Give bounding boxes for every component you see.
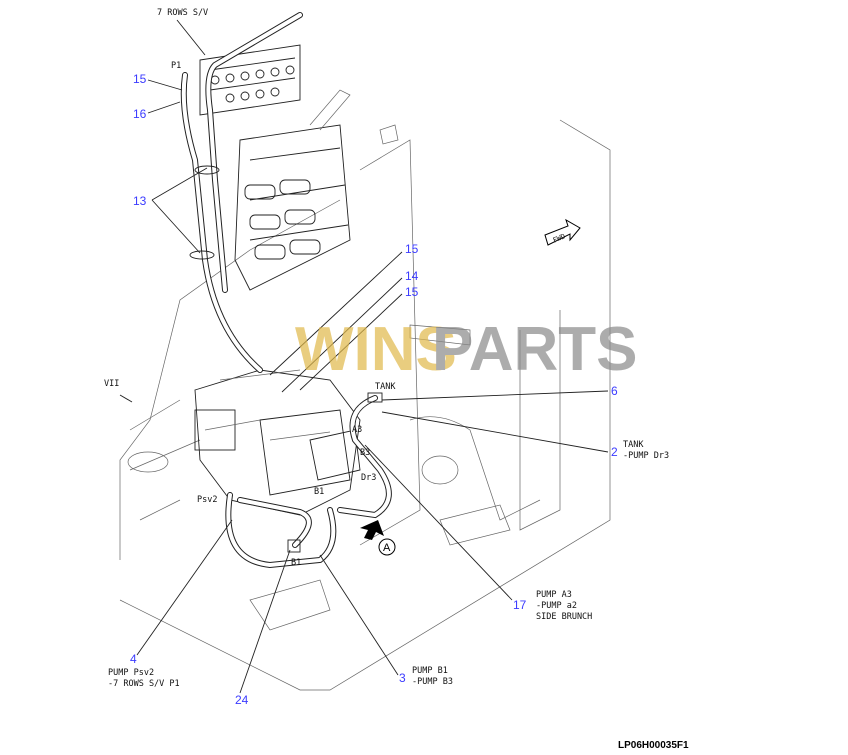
svg-text:WINS: WINS: [295, 315, 457, 384]
watermark: WINS PARTS: [295, 315, 638, 384]
port-label-psv2: Psv2: [197, 495, 217, 505]
callout-17-desc-1: PUMP A3: [536, 590, 572, 600]
callout-15: 15: [405, 285, 419, 299]
callout-4-desc-2: -7 ROWS S/V P1: [108, 679, 180, 689]
drawing-code: LP06H00035F1: [618, 740, 689, 751]
port-label-b3: B3: [360, 448, 370, 458]
callout-6: 6: [611, 384, 618, 398]
valve-label: 7 ROWS S/V: [157, 8, 208, 18]
port-label-dr3: Dr3: [361, 473, 376, 483]
callout-24: 24: [235, 693, 249, 707]
callout-14: 14: [405, 269, 419, 283]
callout-16: 16: [133, 107, 147, 121]
callout-3-desc-2: -PUMP B3: [412, 677, 453, 687]
control-valve-7-rows: [199, 12, 303, 293]
main-valve-block: [234, 89, 351, 291]
hydraulic-pump: [194, 369, 361, 516]
callout-2-desc-2: -PUMP Dr3: [623, 451, 669, 461]
svg-text:PARTS: PARTS: [432, 315, 638, 384]
callout-2: 2: [611, 445, 618, 459]
callout-15: 15: [133, 72, 147, 86]
callout-3-desc-1: PUMP B1: [412, 666, 448, 676]
port-label-p1: P1: [171, 61, 181, 71]
forward-arrow-icon: [544, 218, 581, 246]
port-label-tank: TANK: [375, 382, 396, 392]
callout-13: 13: [133, 194, 147, 208]
hoses: [180, 72, 392, 569]
callout-17-desc-2: -PUMP a2: [536, 601, 577, 611]
port-label-b1-pump: B1: [314, 487, 324, 497]
port-label-a3: A3: [352, 425, 362, 435]
callout-17: 17: [513, 598, 527, 612]
view-mark-a: A: [383, 542, 391, 554]
callout-4: 4: [130, 652, 137, 666]
chassis-outline: [119, 119, 611, 691]
view-arrow-a: [360, 520, 396, 556]
callout-17-desc-3: SIDE BRUNCH: [536, 612, 592, 622]
leader-lines: [119, 19, 609, 694]
callout-3: 3: [399, 671, 406, 685]
callout-15: 15: [405, 242, 419, 256]
port-label-b1: B1: [291, 558, 301, 568]
section-mark: VII: [104, 379, 119, 389]
callout-2-desc-1: TANK: [623, 440, 644, 450]
callout-4-desc-1: PUMP Psv2: [108, 668, 154, 678]
